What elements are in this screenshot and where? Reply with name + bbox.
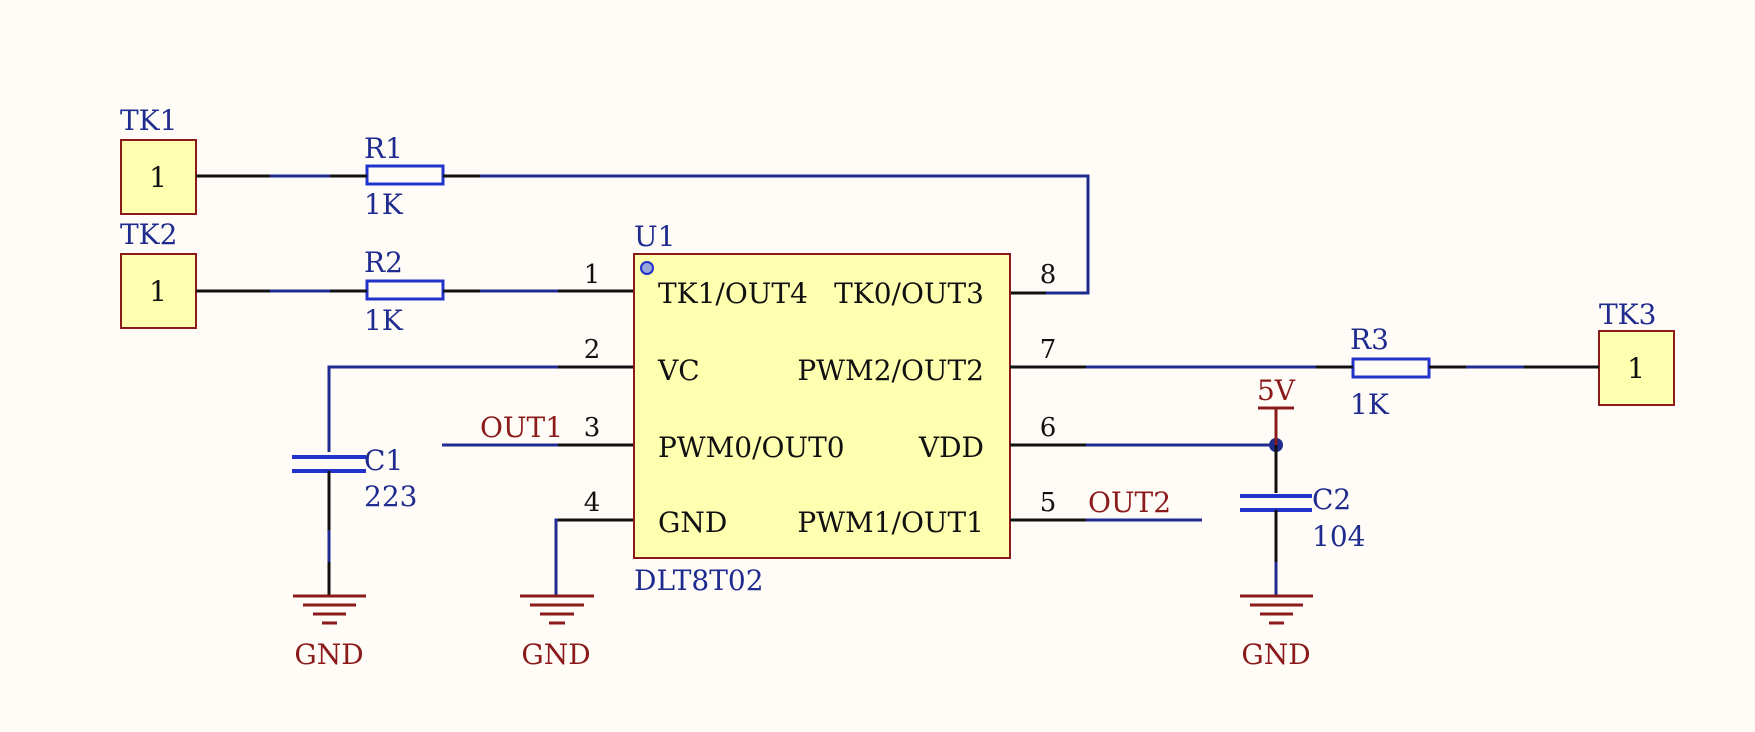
ground-label-chip: GND — [521, 638, 590, 671]
chip-u1: U1 DLT8T02 TK1/OUT4 VC PWM0/OUT0 GND PWM… — [584, 220, 1057, 597]
pin-number-7: 7 — [1040, 335, 1057, 365]
resistor-r1-value: 1K — [364, 188, 404, 221]
resistor-r1-body — [365, 164, 445, 186]
pin-name-5: PWM1/OUT1 — [797, 506, 984, 539]
resistor-r2-body — [365, 279, 445, 301]
pin-name-3: PWM0/OUT0 — [658, 431, 845, 464]
connector-tk1-body — [120, 139, 197, 215]
capacitor-c1: C1 223 — [364, 444, 417, 513]
chip-body — [633, 253, 1011, 559]
chip-part: DLT8T02 — [634, 564, 764, 597]
connector-tk2-body — [120, 253, 197, 329]
resistor-r1-ref: R1 — [364, 132, 403, 165]
connector-tk2-pin: 1 — [149, 275, 167, 308]
connector-tk1-ref: TK1 — [120, 104, 177, 137]
pin-number-3: 3 — [584, 413, 601, 443]
resistor-r3-ref: R3 — [1350, 323, 1389, 356]
capacitor-c1-value: 223 — [364, 480, 417, 513]
connector-tk3-ref: TK3 — [1599, 298, 1656, 331]
resistor-r1: R1 1K — [364, 132, 445, 221]
pin-number-5: 5 — [1040, 488, 1057, 518]
net-gnd-chip — [554, 518, 634, 596]
pin-name-2: VC — [657, 354, 700, 387]
pin-number-6: 6 — [1040, 413, 1057, 443]
capacitor-c2-value: 104 — [1312, 520, 1365, 553]
net-label-out2: OUT2 — [1088, 486, 1171, 519]
pin1-marker — [640, 261, 654, 275]
net-vc — [292, 365, 634, 596]
ground-label-c2: GND — [1241, 638, 1310, 671]
net-out2: OUT2 — [1010, 486, 1202, 522]
pin-number-4: 4 — [584, 488, 601, 518]
net-tk1 — [196, 174, 1090, 295]
connector-tk2: TK2 1 — [120, 218, 197, 329]
power-label-5v: 5V — [1257, 374, 1296, 407]
ground-symbol-c1: GND — [293, 594, 366, 671]
chip-ref: U1 — [634, 220, 675, 253]
net-out1: OUT1 — [442, 411, 634, 447]
resistor-r3: R3 1K — [1350, 323, 1431, 421]
connector-tk3-body — [1598, 330, 1675, 406]
connector-tk3-pin: 1 — [1627, 352, 1645, 385]
resistor-r2-value: 1K — [364, 304, 404, 337]
ground-symbol-c2: GND — [1240, 594, 1313, 671]
net-label-out1: OUT1 — [480, 411, 563, 444]
capacitor-c2-ref: C2 — [1312, 483, 1351, 516]
net-vdd: 5V — [1010, 374, 1312, 596]
ground-label-c1: GND — [294, 638, 363, 671]
resistor-r2: R2 1K — [364, 246, 445, 337]
pin-name-8: TK0/OUT3 — [834, 277, 984, 310]
pin-name-7: PWM2/OUT2 — [797, 354, 984, 387]
pin-number-1: 1 — [584, 260, 601, 290]
resistor-r2-ref: R2 — [364, 246, 403, 279]
pin-number-2: 2 — [584, 335, 601, 365]
pin-name-4: GND — [658, 506, 727, 539]
pin-number-8: 8 — [1040, 260, 1057, 290]
connector-tk3: TK3 1 — [1598, 298, 1675, 406]
pin-name-1: TK1/OUT4 — [658, 277, 808, 310]
resistor-r3-body — [1351, 357, 1431, 379]
connector-tk1: TK1 1 — [120, 104, 197, 215]
connector-tk2-ref: TK2 — [120, 218, 177, 251]
connector-tk1-pin: 1 — [149, 161, 167, 194]
resistor-r3-value: 1K — [1350, 388, 1390, 421]
pin-name-6: VDD — [918, 431, 984, 464]
capacitor-c2: C2 104 — [1312, 483, 1365, 553]
capacitor-c1-ref: C1 — [364, 444, 403, 477]
ground-symbol-chip: GND — [520, 594, 594, 671]
